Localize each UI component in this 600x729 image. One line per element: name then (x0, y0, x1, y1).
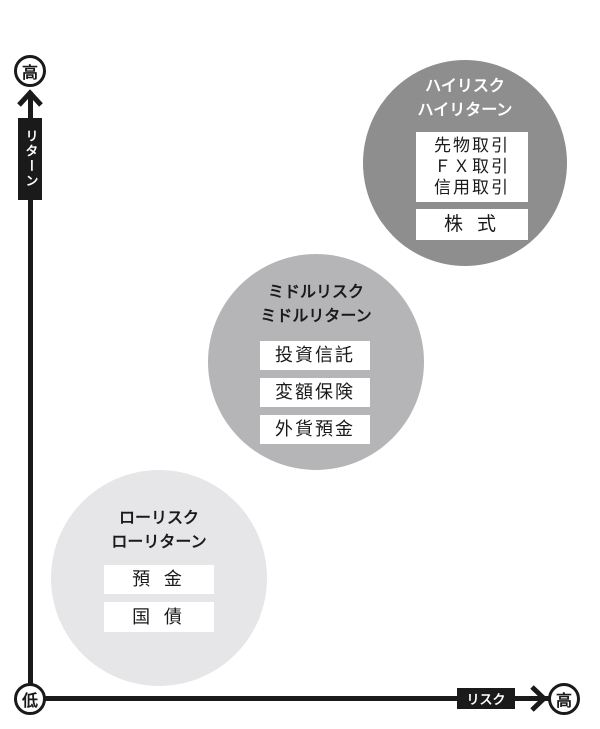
title-line: ローリターン (111, 532, 207, 551)
high-risk-title: ハイリスク ハイリターン (363, 74, 567, 122)
x-axis-high-marker: 高 (548, 683, 580, 715)
variable-insurance-box: 変額保険 (260, 378, 370, 407)
origin-low-marker: 低 (14, 683, 46, 715)
x-axis-arrowhead-icon (530, 685, 548, 712)
title-line: ハイリスク (425, 76, 505, 95)
middle-risk-title: ミドルリスク ミドルリターン (208, 280, 424, 328)
stocks-box: 株 式 (416, 209, 528, 240)
y-axis-high-marker: 高 (14, 55, 46, 87)
title-line: ミドルリターン (260, 306, 372, 325)
item-fx: ＦＸ取引 (434, 156, 510, 177)
investment-trust-box: 投資信託 (260, 341, 370, 370)
y-axis-label: リターン (18, 118, 42, 200)
x-axis-line (30, 696, 550, 701)
government-bond-box: 国 債 (104, 602, 214, 632)
foreign-deposit-box: 外貨預金 (260, 415, 370, 444)
y-axis-line (28, 92, 33, 698)
item-margin: 信用取引 (434, 177, 510, 198)
item-futures: 先物取引 (434, 135, 510, 156)
derivatives-box: 先物取引 ＦＸ取引 信用取引 (416, 132, 528, 202)
deposit-box: 預 金 (104, 565, 214, 594)
x-axis-label: リスク (457, 688, 515, 709)
title-line: ミドルリスク (267, 282, 364, 301)
title-line: ハイリターン (417, 100, 513, 119)
low-risk-title: ローリスク ローリターン (51, 506, 267, 554)
title-line: ローリスク (118, 508, 199, 527)
y-axis-arrowhead-icon (17, 89, 43, 107)
